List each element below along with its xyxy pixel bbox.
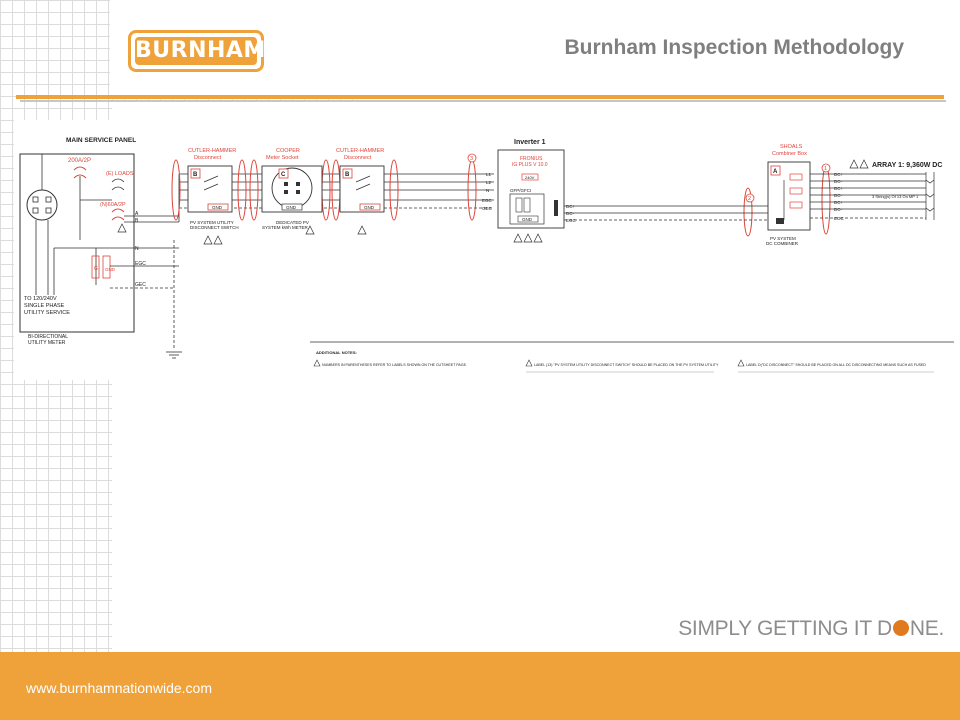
- header-rule-orange: [16, 95, 944, 99]
- svg-text:GND: GND: [522, 217, 533, 222]
- svg-text:ADDITIONAL NOTES:: ADDITIONAL NOTES:: [316, 350, 357, 355]
- pv-breaker-label: (N)60A/2P: [100, 202, 126, 208]
- svg-text:L1: L1: [486, 172, 492, 177]
- numbered-markers: 3 2 1: [467, 153, 831, 203]
- svg-text:IG PLUS V 10.0: IG PLUS V 10.0: [512, 162, 548, 168]
- svg-text:NUMBERS IN PARENTHESES REFER T: NUMBERS IN PARENTHESES REFER TO LABELS S…: [322, 363, 467, 367]
- neutral-bar-label: G: [94, 266, 98, 272]
- svg-text:DC+: DC+: [834, 172, 843, 177]
- svg-text:Combiner Box: Combiner Box: [772, 151, 807, 157]
- svg-text:3 String(s) Of 13 On MP 1: 3 String(s) Of 13 On MP 1: [872, 194, 919, 199]
- svg-text:Meter Socket: Meter Socket: [266, 155, 299, 161]
- svg-text:CUTLER-HAMMER: CUTLER-HAMMER: [336, 148, 384, 154]
- ground-bar-label: GND: [105, 267, 116, 272]
- svg-text:UTILITY METER: UTILITY METER: [28, 340, 66, 346]
- main-panel-title: MAIN SERVICE PANEL: [66, 137, 136, 144]
- svg-text:DC-: DC-: [834, 179, 842, 184]
- svg-text:B: B: [135, 218, 139, 224]
- svg-text:GND: GND: [212, 205, 223, 210]
- svg-text:EGC: EGC: [566, 218, 577, 223]
- svg-text:LABEL D("DC DISCONNECT" SHOULD: LABEL D("DC DISCONNECT" SHOULD BE PLACED…: [746, 363, 926, 367]
- svg-text:DC-: DC-: [566, 211, 574, 216]
- svg-text:Inverter 1: Inverter 1: [514, 139, 546, 146]
- main-breaker-label: 200A/2P: [68, 158, 91, 164]
- single-line-diagram: MAIN SERVICE PANEL 200A/2P (E) LOADS (N)…: [14, 120, 954, 380]
- svg-text:BI-DIRECTIONAL: BI-DIRECTIONAL: [28, 334, 68, 340]
- svg-text:N: N: [135, 246, 139, 252]
- svg-text:EGC: EGC: [482, 198, 493, 203]
- svg-text:DISCONNECT SWITCH: DISCONNECT SWITCH: [190, 225, 239, 230]
- svg-text:GND: GND: [364, 205, 375, 210]
- svg-text:ARRAY 1: 9,360W DC: ARRAY 1: 9,360W DC: [872, 162, 942, 169]
- svg-text:DC+: DC+: [566, 204, 575, 209]
- svg-text:A: A: [135, 211, 139, 217]
- svg-text:UTILITY SERVICE: UTILITY SERVICE: [24, 310, 70, 316]
- svg-text:C: C: [281, 172, 286, 178]
- disconnect-1: CUTLER-HAMMER Disconnect B GND PV SYSTEM…: [187, 148, 239, 245]
- svg-text:EGC: EGC: [135, 261, 146, 267]
- loads-label: (E) LOADS: [106, 171, 134, 177]
- inverter: Inverter 1 FRONIUS IG PLUS V 10.0 240V G…: [482, 139, 577, 243]
- pv-array: ARRAY 1: 9,360W DC 3 String(s) Of 13 On …: [849, 159, 942, 220]
- dc-conductors: [564, 205, 770, 221]
- o-circle-icon: [892, 620, 909, 636]
- svg-text:CUTLER-HAMMER: CUTLER-HAMMER: [188, 148, 236, 154]
- svg-text:2: 2: [748, 196, 751, 202]
- svg-text:TO 120/240V: TO 120/240V: [24, 296, 57, 302]
- svg-text:DEDICATED PV: DEDICATED PV: [276, 220, 309, 225]
- burnham-logo: BURNHAM: [128, 30, 266, 72]
- svg-text:240V: 240V: [525, 175, 535, 180]
- additional-notes: ADDITIONAL NOTES: NUMBERS IN PARENTHESES…: [310, 341, 954, 373]
- header-rule-gray: [20, 100, 946, 102]
- svg-text:COOPER: COOPER: [276, 148, 300, 154]
- svg-text:DC-: DC-: [834, 193, 842, 198]
- slide-title: Burnham Inspection Methodology: [564, 36, 905, 59]
- svg-text:PV SYSTEM UTILITY: PV SYSTEM UTILITY: [190, 220, 234, 225]
- svg-text:DC+: DC+: [834, 200, 843, 205]
- svg-text:Disconnect: Disconnect: [344, 155, 372, 161]
- disconnect-2: CUTLER-HAMMER Disconnect B GND: [336, 148, 385, 235]
- svg-text:SINGLE PHASE: SINGLE PHASE: [24, 303, 65, 309]
- svg-text:PV SYSTEM: PV SYSTEM: [770, 236, 796, 241]
- svg-text:DC+: DC+: [834, 186, 843, 191]
- svg-text:A: A: [773, 169, 778, 175]
- svg-text:DC COMBINER: DC COMBINER: [766, 241, 799, 246]
- svg-text:GEC: GEC: [135, 282, 146, 288]
- meter-socket: COOPER Meter Socket C GND DEDICATED PV S…: [261, 148, 323, 235]
- svg-text:FRONIUS: FRONIUS: [520, 156, 543, 162]
- footer-url: www.burnhamnationwide.com: [26, 680, 212, 696]
- footer-bar: www.burnhamnationwide.com: [0, 652, 960, 720]
- svg-text:1: 1: [824, 166, 827, 172]
- logo-text: BURNHAM: [135, 37, 266, 65]
- svg-text:SYSTEM kWh METER: SYSTEM kWh METER: [262, 225, 309, 230]
- svg-text:3: 3: [470, 156, 473, 162]
- svg-text:Disconnect: Disconnect: [194, 155, 222, 161]
- combiner-box: SHOALS Combiner Box A PV SYSTEM DC COMBI…: [766, 144, 926, 246]
- main-service-panel: MAIN SERVICE PANEL 200A/2P (E) LOADS (N)…: [19, 137, 182, 359]
- svg-text:N: N: [486, 188, 489, 193]
- svg-text:GND: GND: [286, 205, 297, 210]
- svg-text:B: B: [193, 172, 198, 178]
- svg-text:GFP/GFCI: GFP/GFCI: [510, 188, 531, 193]
- svg-text:EGC: EGC: [834, 216, 845, 221]
- svg-text:L2: L2: [486, 180, 492, 185]
- svg-text:GEC: GEC: [482, 206, 493, 211]
- svg-text:SHOALS: SHOALS: [780, 144, 803, 150]
- svg-text:LABEL (13) "PV SYSTEM UTILITY: LABEL (13) "PV SYSTEM UTILITY DISCONNECT…: [534, 363, 719, 367]
- svg-text:DC-: DC-: [834, 207, 842, 212]
- svg-text:B: B: [345, 172, 350, 178]
